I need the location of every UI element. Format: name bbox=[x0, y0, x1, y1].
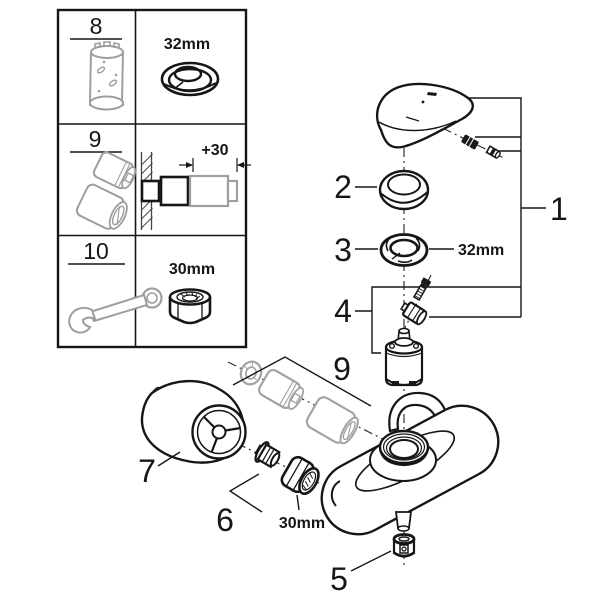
callout-6-bracket bbox=[228, 473, 263, 513]
extension-set-icon bbox=[75, 151, 137, 230]
extension-fitting bbox=[258, 368, 305, 411]
body-left-knob bbox=[330, 480, 341, 507]
handle-plug bbox=[485, 145, 501, 159]
callout-3: 3 bbox=[334, 232, 352, 268]
bracket-4-line bbox=[371, 286, 521, 354]
mousseur bbox=[392, 533, 416, 558]
wall-extension-icon: +30 bbox=[140, 142, 251, 230]
callout-7-leader bbox=[157, 451, 181, 467]
cartridge-screw bbox=[412, 277, 432, 302]
reference-lines bbox=[355, 97, 546, 354]
extension-axis bbox=[227, 361, 400, 448]
table-number-9: 9 bbox=[89, 126, 102, 152]
table-spec-plus30: +30 bbox=[201, 142, 228, 159]
table-number-10: 10 bbox=[83, 238, 109, 264]
size-30mm-leader bbox=[296, 494, 300, 511]
union-nut-icon bbox=[168, 288, 212, 325]
grub-screw bbox=[461, 134, 479, 150]
mixer-body bbox=[320, 391, 500, 536]
seal-ring-icon bbox=[160, 61, 220, 97]
parts-table: 8 32mm 9 bbox=[56, 8, 251, 349]
table-border bbox=[56, 8, 248, 349]
check-valve-seal bbox=[254, 441, 281, 469]
table-number-8: 8 bbox=[90, 13, 103, 39]
extension-washer bbox=[239, 360, 263, 386]
callout-1: 1 bbox=[550, 191, 568, 227]
bracket-1-line bbox=[463, 97, 522, 317]
callout-6: 6 bbox=[216, 502, 234, 538]
callout-2: 2 bbox=[334, 169, 352, 205]
extension-sleeve bbox=[305, 396, 359, 445]
cartridge bbox=[384, 327, 424, 387]
s-union-escutcheon bbox=[140, 379, 247, 464]
size-label-30mm: 30mm bbox=[279, 515, 325, 532]
callout-leaders bbox=[157, 186, 454, 572]
union-nut-30mm bbox=[280, 455, 320, 495]
callout-9: 9 bbox=[333, 351, 351, 387]
seal-and-nut bbox=[254, 441, 320, 495]
size-label-32mm: 32mm bbox=[458, 242, 504, 259]
table-spec-32mm: 32mm bbox=[164, 36, 210, 53]
callout-9-bracket bbox=[232, 356, 372, 407]
dimension-plus30 bbox=[179, 158, 251, 172]
table-spec-30mm: 30mm bbox=[169, 261, 215, 278]
temperature-limit-stop bbox=[400, 301, 428, 326]
callout-4: 4 bbox=[334, 293, 352, 329]
seal-ring-32mm bbox=[379, 233, 429, 267]
handle-indicator-mark bbox=[427, 92, 437, 96]
cap-ring bbox=[378, 169, 430, 211]
callout-7: 7 bbox=[138, 453, 156, 489]
extension-set bbox=[239, 360, 359, 445]
callout-5-leader bbox=[350, 550, 392, 572]
lever-handle bbox=[376, 82, 474, 149]
cartridge-sleeve-icon bbox=[89, 41, 124, 111]
callout-5: 5 bbox=[330, 561, 348, 597]
open-end-wrench-icon bbox=[68, 287, 163, 334]
